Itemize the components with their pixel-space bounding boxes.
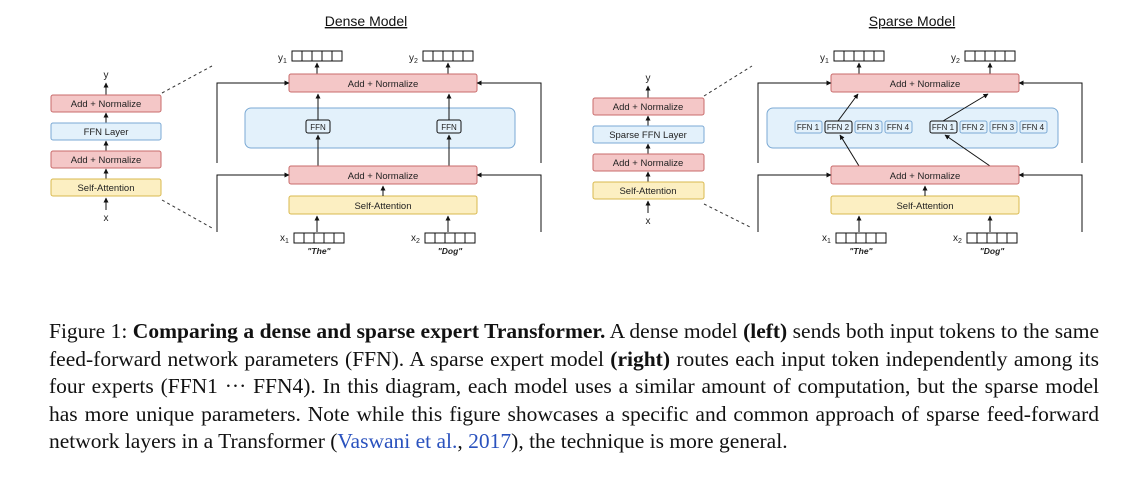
figure-caption: Figure 1: Comparing a dense and sparse e… <box>49 318 1099 456</box>
sparse-input-x2: x2 <box>953 233 962 245</box>
caption-prefix: Figure 1: <box>49 319 133 343</box>
sparse-expert-3a: FFN 3 <box>857 123 880 132</box>
sparse-expert-4a: FFN 4 <box>887 123 910 132</box>
caption-cite-sep: , <box>457 429 469 453</box>
dense-token-dog: "Dog" <box>438 246 464 256</box>
sparse-stack-add-norm-bottom: Add + Normalize <box>613 158 684 169</box>
dense-stack-add-norm-top: Add + Normalize <box>71 99 142 110</box>
caption-text-1: A dense model <box>605 319 744 343</box>
dense-left-x: x <box>104 213 109 224</box>
sparse-stack-ffn-layer: Sparse FFN Layer <box>609 130 687 141</box>
transformer-diagram: Dense Model y Add + Normalize FFN Layer … <box>50 13 1083 256</box>
dense-stack-ffn-layer: FFN Layer <box>84 127 129 138</box>
caption-title: Comparing a dense and sparse expert Tran… <box>132 319 606 343</box>
dense-ffn-1: FFN <box>310 123 326 132</box>
caption-text-2: sends both input tokens to the same feed… <box>49 319 1099 371</box>
sparse-left-x: x <box>646 216 651 227</box>
sparse-expert-4b: FFN 4 <box>1022 123 1045 132</box>
sparse-experts-group-1: FFN 1 FFN 2 FFN 3 FFN 4 <box>794 120 913 134</box>
sparse-expert-2a: FFN 2 <box>827 123 850 132</box>
citation-year-link[interactable]: 2017 <box>468 429 512 453</box>
sparse-expert-3b: FFN 3 <box>992 123 1015 132</box>
dense-add-norm-bottom: Add + Normalize <box>348 171 419 182</box>
sparse-output-y1: y1 <box>820 53 829 65</box>
dense-stack-self-attention: Self-Attention <box>77 183 134 194</box>
sparse-model: Sparse Model y Add + Normalize Sparse FF… <box>592 13 1083 256</box>
sparse-left-y: y <box>646 73 651 84</box>
dense-left-stack: y Add + Normalize FFN Layer Add + Normal… <box>50 70 162 224</box>
caption-right: (right) <box>610 346 670 371</box>
sparse-stack-self-attention: Self-Attention <box>619 186 676 197</box>
dense-output-y1: y1 <box>278 53 287 65</box>
dense-input-x2: x2 <box>411 233 420 245</box>
sparse-input-x1: x1 <box>822 233 831 245</box>
caption-left: (left) <box>743 319 788 343</box>
sparse-left-stack: y Add + Normalize Sparse FFN Layer Add +… <box>592 73 705 227</box>
caption-text-4: ), the technique is more general. <box>511 429 788 453</box>
sparse-experts-group-2: FFN 1 FFN 2 FFN 3 FFN 4 <box>929 120 1048 134</box>
sparse-token-dog: "Dog" <box>980 246 1006 256</box>
sparse-token-the: "The" <box>849 246 873 256</box>
dense-ffn-2: FFN <box>441 123 457 132</box>
caption-text-3: routes each input token independently am… <box>49 346 1100 454</box>
dense-input-x1: x1 <box>280 233 289 245</box>
dense-stack-add-norm-bottom: Add + Normalize <box>71 155 142 166</box>
sparse-stack-add-norm-top: Add + Normalize <box>613 102 684 113</box>
sparse-expert-2b: FFN 2 <box>962 123 985 132</box>
citation-author-link[interactable]: Vaswani et al. <box>337 429 458 453</box>
dense-model: Dense Model y Add + Normalize FFN Layer … <box>50 13 542 256</box>
sparse-outputs: y1 y2 <box>820 50 1016 74</box>
sparse-add-norm-bottom: Add + Normalize <box>890 171 961 182</box>
dense-token-the: "The" <box>307 246 331 256</box>
sparse-self-attention: Self-Attention <box>896 201 953 212</box>
sparse-output-y2: y2 <box>951 53 960 65</box>
sparse-add-norm-top: Add + Normalize <box>890 79 961 90</box>
dense-add-norm-top: Add + Normalize <box>348 79 419 90</box>
dense-title: Dense Model <box>325 13 408 29</box>
dense-output-y2: y2 <box>409 53 418 65</box>
sparse-expert-1b: FFN 1 <box>932 123 955 132</box>
dense-left-y: y <box>104 70 109 81</box>
sparse-title: Sparse Model <box>869 13 955 29</box>
sparse-expert-1a: FFN 1 <box>797 123 820 132</box>
dense-outputs: y1 y2 <box>278 50 474 74</box>
dense-self-attention: Self-Attention <box>354 201 411 212</box>
